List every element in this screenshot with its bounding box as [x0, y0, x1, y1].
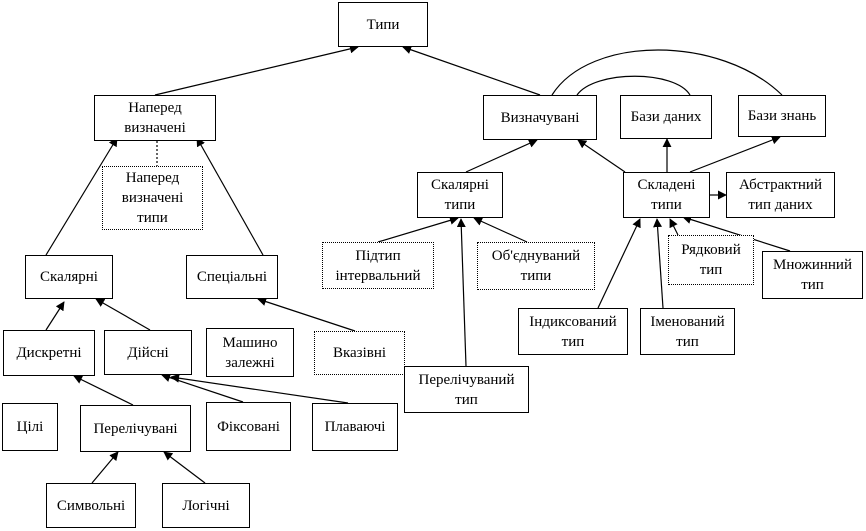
edge-union-to-scalar-types — [473, 217, 528, 243]
edge-discrete-to-scalar — [45, 301, 65, 331]
node-knowledge-bases: Бази знань — [738, 95, 826, 137]
node-pointer: Вказівні — [314, 331, 405, 375]
node-string-type: Рядковий тип — [668, 235, 754, 285]
edge-composite-to-definable — [577, 139, 626, 173]
edge-logical-to-enumerated — [163, 451, 206, 484]
node-logical: Логічні — [162, 483, 250, 528]
node-union: Об'єднуваний типи — [477, 242, 595, 290]
node-definable: Визначувані — [483, 95, 597, 140]
node-composite-types: Складені типи — [623, 172, 710, 218]
edge-composite-to-knowledge — [689, 135, 781, 173]
node-predefined-types: Наперед визначені типи — [102, 166, 203, 230]
edge-subrange-to-scalar-types — [377, 216, 459, 243]
edge-special-to-predefined — [196, 137, 264, 256]
node-types: Типи — [338, 2, 428, 47]
node-discrete: Дискретні — [3, 330, 95, 376]
node-enumerated: Перелічувані — [80, 405, 191, 452]
edge-symbolic-to-enumerated — [91, 451, 119, 484]
edge-set-to-composite — [682, 215, 791, 252]
node-indexed-type: Індиксований тип — [518, 308, 628, 355]
edge-scalar-to-predefined — [45, 137, 118, 256]
edge-floating-to-real — [170, 373, 349, 404]
node-floating: Плаваючі — [312, 403, 398, 451]
edge-fixed-to-real — [161, 373, 244, 403]
node-scalar: Скалярні — [25, 255, 113, 299]
node-machine-dependent: Машино залежні — [206, 328, 294, 377]
arc-definable-to-knowledge — [551, 49, 783, 96]
edge-indexed-to-composite — [597, 218, 641, 309]
node-predefined: Наперед визначені — [94, 95, 216, 141]
node-scalar-types: Скалярні типи — [417, 172, 503, 218]
edge-definable-to-types — [402, 45, 541, 96]
edge-real-to-scalar — [95, 298, 151, 331]
node-real: Дійсні — [104, 330, 192, 375]
node-integer: Цілі — [2, 403, 58, 451]
node-fixed: Фіксовані — [206, 402, 291, 451]
edge-named-to-composite — [653, 218, 664, 309]
edge-enumerated-type-to-scalar-types — [456, 218, 467, 367]
node-abstract-type: Абстрактний тип даних — [726, 172, 835, 218]
node-special: Спеціальні — [186, 255, 278, 299]
node-named-type: Іменований тип — [640, 308, 735, 355]
edge-string-to-composite — [669, 218, 679, 236]
node-set-type: Множинний тип — [762, 251, 863, 299]
arc-definable-to-databases — [576, 75, 691, 96]
edge-predefined-to-types — [154, 44, 359, 96]
node-databases: Бази даних — [620, 95, 712, 139]
edge-pointer-to-special — [257, 297, 356, 332]
edge-enumerated-to-discrete — [73, 375, 134, 406]
edge-scalar-types-to-definable — [465, 139, 538, 173]
node-symbolic: Символьні — [46, 483, 136, 528]
node-subrange: Підтип інтервальний — [322, 242, 434, 289]
node-enumerated-type: Перелічуваний тип — [404, 366, 529, 413]
